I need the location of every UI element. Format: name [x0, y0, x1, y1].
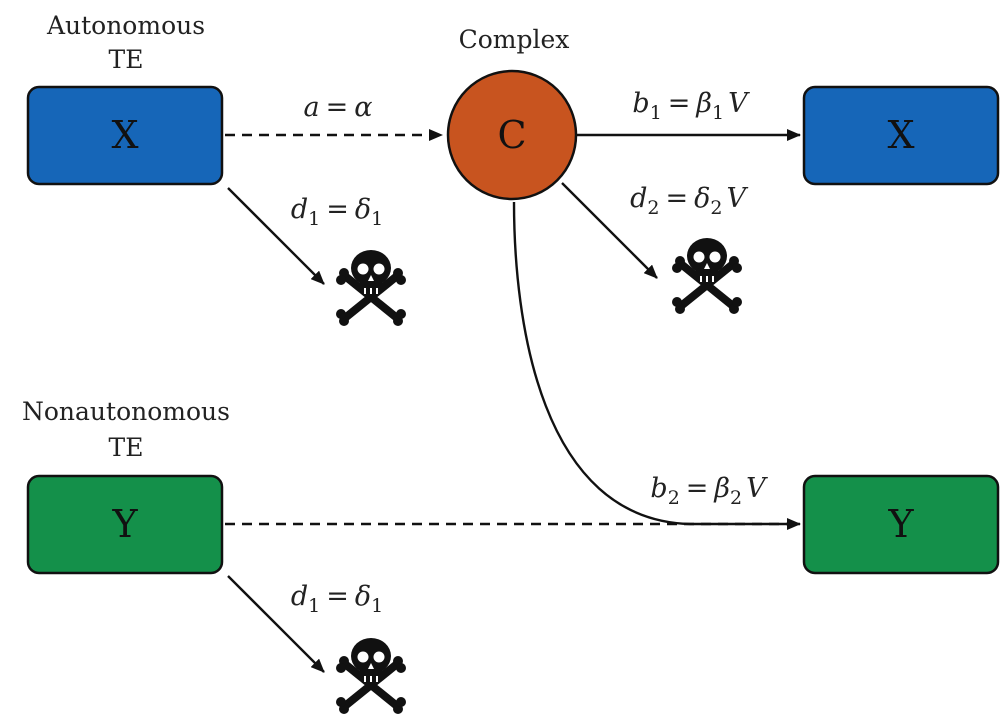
node-y-source-label: Y — [111, 502, 138, 546]
autonomous-label-line1: Autonomous — [46, 11, 205, 40]
edge-complex-death — [561, 182, 658, 279]
autonomous-label-line2: TE — [109, 45, 144, 74]
edge-label-a: a=α — [304, 92, 373, 123]
node-complex-label: C — [497, 113, 526, 157]
node-y-target-label: Y — [887, 502, 914, 546]
node-x-source: X — [26, 85, 224, 186]
edge-complex-to-y — [512, 201, 801, 530]
nonautonomous-label-line2: TE — [109, 433, 144, 462]
node-y-source: Y — [26, 474, 224, 575]
node-x-source-label: X — [111, 113, 138, 157]
skull-crossbones-icon — [336, 250, 406, 326]
edge-label-d1-x: d1=δ1 — [291, 194, 383, 230]
complex-label: Complex — [459, 25, 570, 54]
node-x-target: X — [802, 85, 1000, 186]
node-complex: C — [446, 69, 578, 201]
nonautonomous-label-line1: Nonautonomous — [22, 397, 230, 426]
edge-y-death — [227, 575, 325, 673]
edge-label-d1-y: d1=δ1 — [291, 581, 383, 617]
skull-crossbones-icon — [672, 238, 742, 314]
node-y-target: Y — [802, 474, 1000, 575]
node-x-target-label: X — [887, 113, 914, 157]
edge-x-death — [227, 187, 325, 285]
skull-crossbones-icon — [336, 638, 406, 714]
